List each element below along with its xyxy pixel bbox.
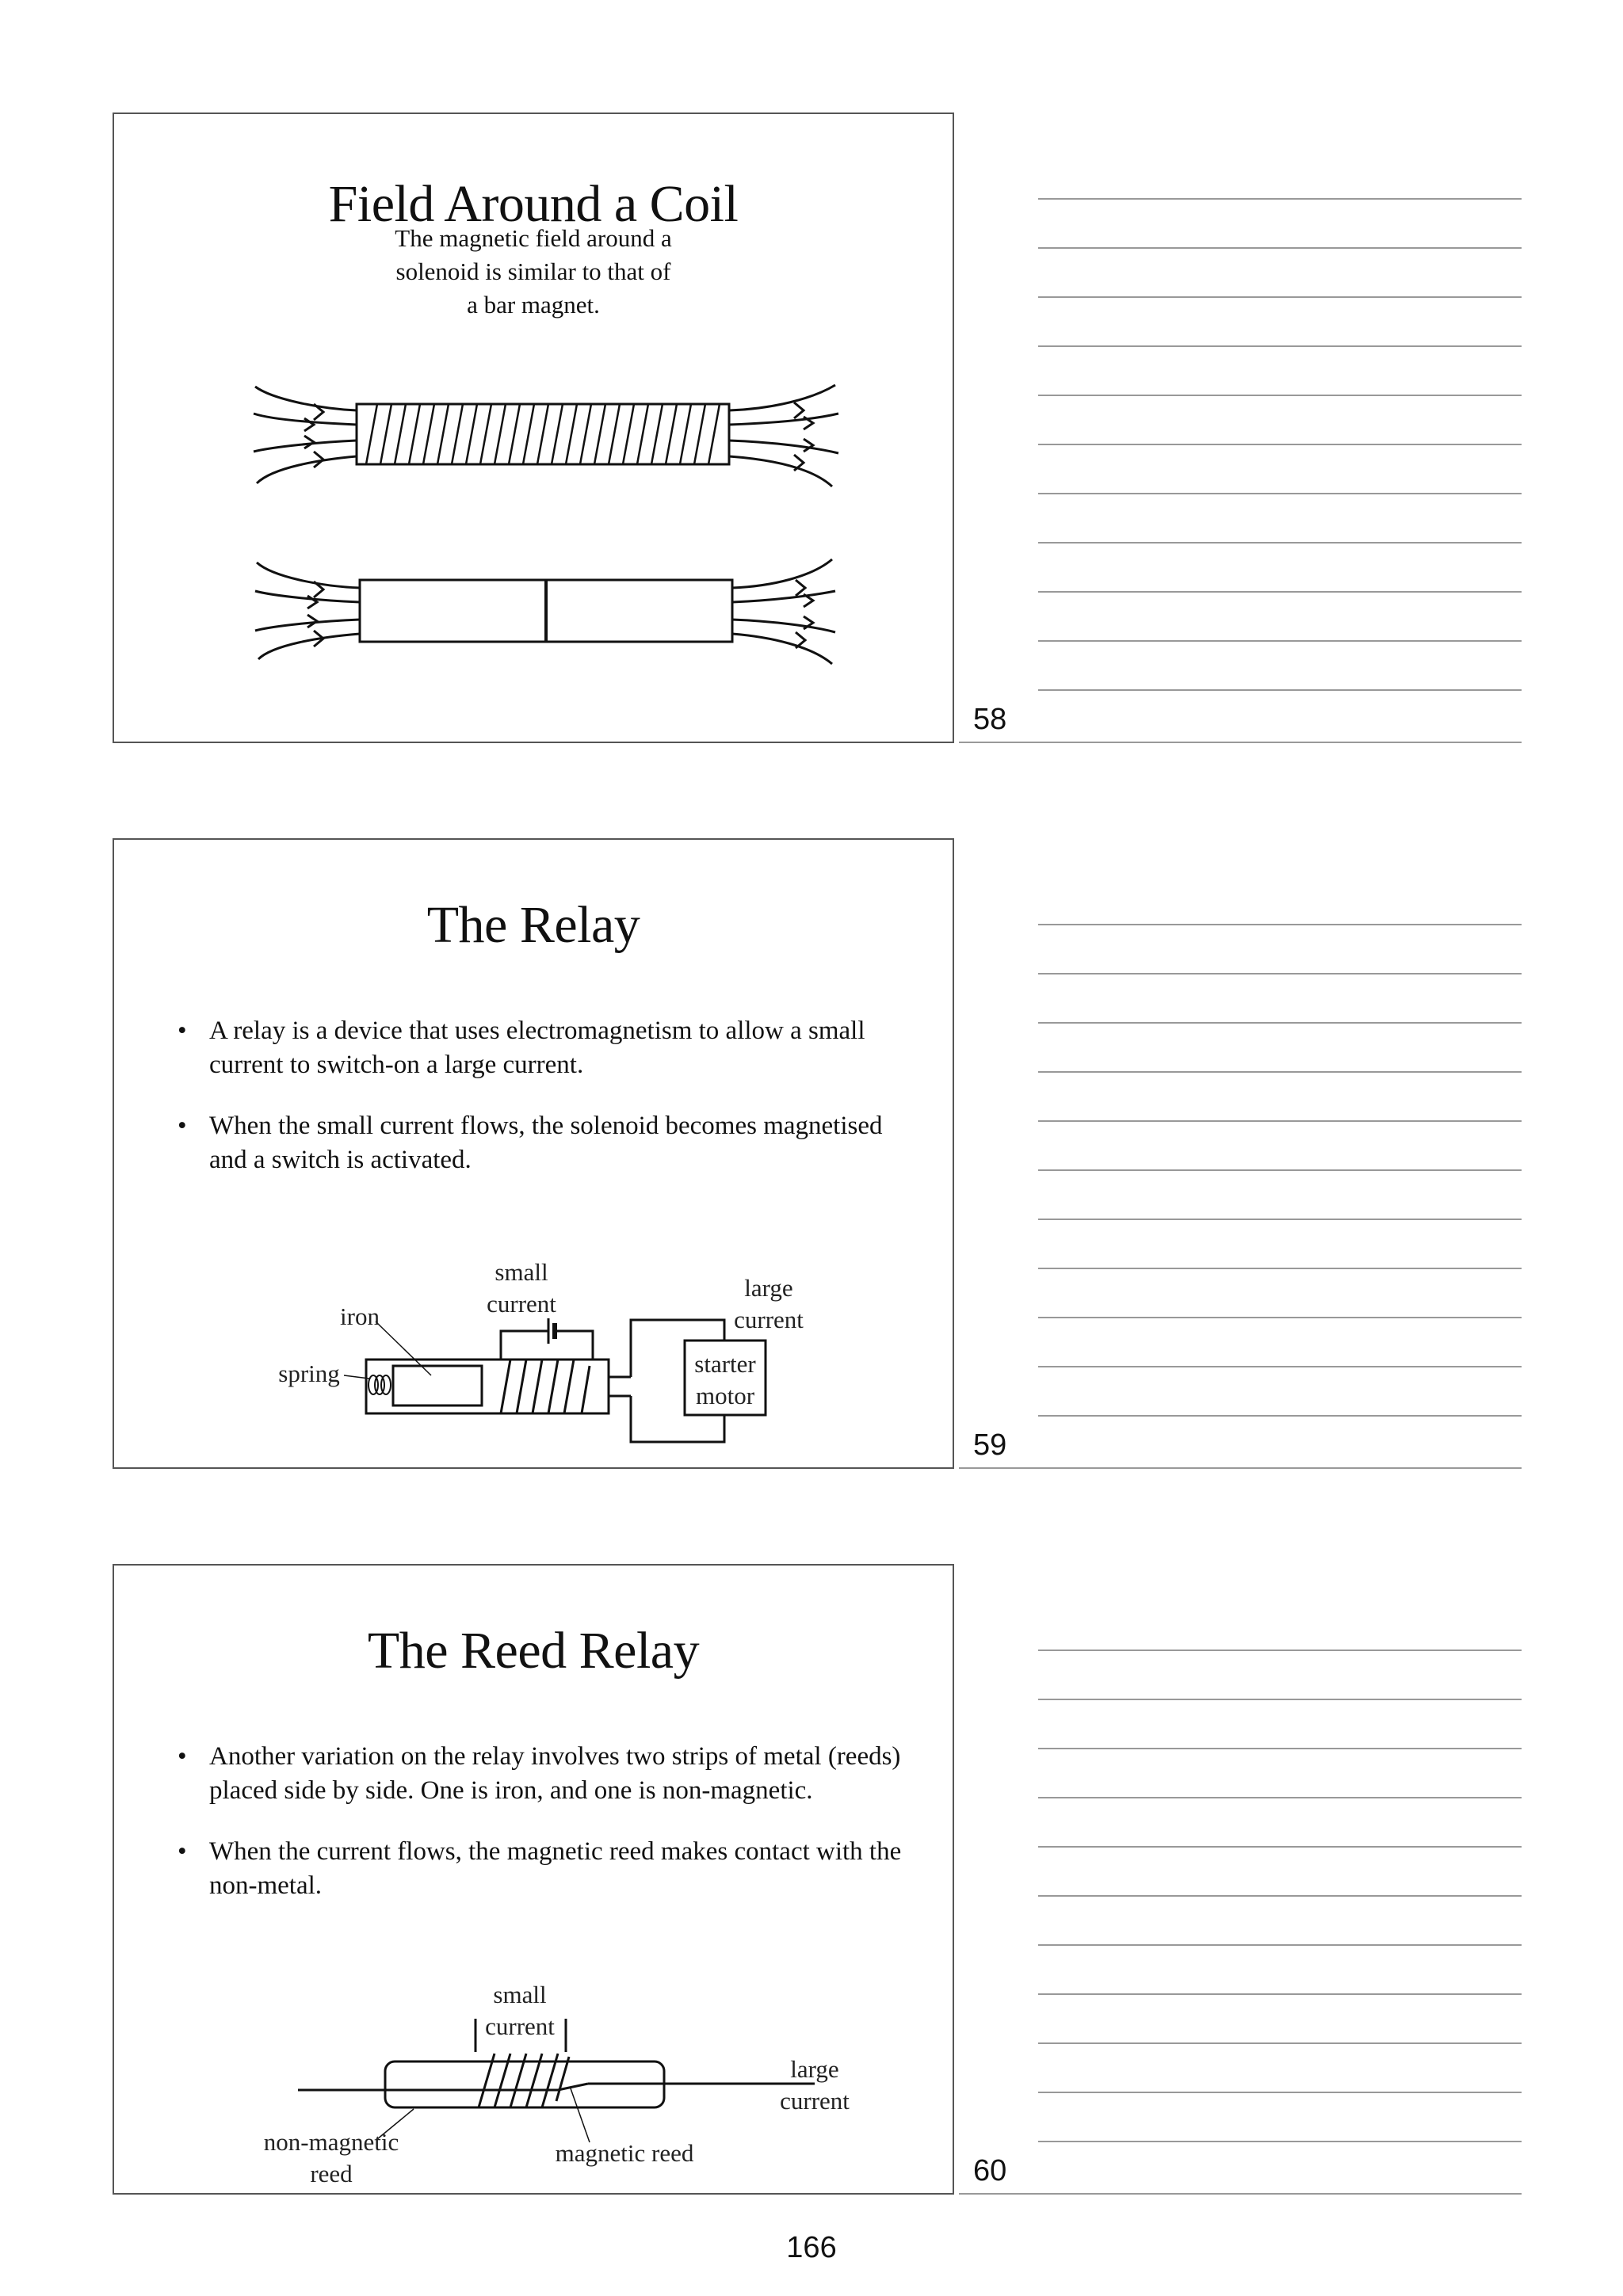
small-circuit-wire	[555, 1329, 594, 1360]
label-iron: iron	[340, 1302, 380, 1330]
note-line	[1038, 198, 1522, 200]
label-starter-motor: starter	[694, 1350, 756, 1378]
iron-leader	[375, 1321, 432, 1376]
label-small-current: current	[487, 1290, 556, 1318]
spring-leader	[343, 1375, 370, 1379]
notes-area-59: 59	[959, 838, 1522, 1472]
note-line	[959, 742, 1522, 743]
subtitle-line: The magnetic field around a	[395, 224, 672, 252]
coil-windings	[365, 403, 721, 465]
label-small-current: current	[485, 2012, 555, 2040]
slide-59: The Relay A relay is a device that uses …	[113, 838, 954, 1469]
bullet-item: When the current flows, the magnetic ree…	[178, 1835, 905, 1903]
note-line	[1038, 1650, 1522, 1651]
bullet-list: Another variation on the relay involves …	[178, 1740, 905, 1930]
note-line	[1038, 2092, 1522, 2093]
iron-armature	[391, 1364, 483, 1407]
note-line	[1038, 689, 1522, 691]
note-line	[1038, 1699, 1522, 1700]
relay-solenoid-windings	[499, 1359, 591, 1414]
note-line	[1038, 973, 1522, 974]
slide-number: 58	[973, 703, 1007, 736]
note-line	[1038, 493, 1522, 494]
bullet-item: A relay is a device that uses electromag…	[178, 1014, 905, 1082]
note-line	[1038, 1219, 1522, 1220]
note-line	[1038, 924, 1522, 925]
notes-area-58: 58	[959, 113, 1522, 746]
label-non-magnetic-reed: non-magnetic	[264, 2128, 399, 2156]
note-line	[1038, 1993, 1522, 1995]
field-lines-left-coil	[253, 385, 357, 485]
note-line	[1038, 542, 1522, 543]
note-line	[1038, 1071, 1522, 1073]
note-line	[1038, 1317, 1522, 1318]
slide-title: Field Around a Coil	[328, 175, 739, 233]
label-starter-motor: motor	[696, 1382, 755, 1409]
label-large-current: large	[790, 2055, 838, 2083]
notes-area-60: 60	[959, 1564, 1522, 2198]
reed-relay-diagram: small current large current non-magnetic…	[264, 1981, 850, 2187]
solenoid-coil	[355, 402, 731, 466]
non-magnetic-leader	[376, 2108, 414, 2140]
note-line	[1038, 1797, 1522, 1798]
subtitle-line: a bar magnet.	[467, 291, 600, 318]
bullet-item: When the small current flows, the soleno…	[178, 1109, 905, 1177]
relay-diagram: small current large current iron spring …	[278, 1258, 804, 1444]
field-lines-right-coil	[728, 383, 839, 488]
large-circuit-wire	[629, 1318, 726, 1377]
slide-60: The Reed Relay Another variation on the …	[113, 1564, 954, 2195]
label-small-current: small	[493, 1981, 546, 2008]
note-line	[1038, 1120, 1522, 1122]
slide-subtitle: The magnetic field around a solenoid is …	[114, 222, 953, 322]
note-line	[1038, 296, 1522, 298]
note-line	[959, 2193, 1522, 2195]
label-non-magnetic-reed: reed	[310, 2160, 353, 2187]
label-small-current: small	[495, 1258, 548, 1286]
note-line	[1038, 2042, 1522, 2044]
bullet-list: A relay is a device that uses electromag…	[178, 1014, 905, 1204]
note-line	[1038, 1022, 1522, 1024]
note-line	[1038, 1415, 1522, 1417]
note-line	[1038, 1366, 1522, 1367]
slide-number: 60	[973, 2154, 1007, 2187]
spring	[368, 1375, 391, 1395]
field-diagram	[253, 383, 839, 666]
label-large-current: large	[744, 1274, 792, 1302]
note-line	[1038, 247, 1522, 249]
subtitle-line: solenoid is similar to that of	[395, 257, 671, 285]
relay-housing	[365, 1358, 610, 1415]
note-line	[1038, 395, 1522, 396]
note-line	[1038, 1169, 1522, 1171]
slide-title: The Reed Relay	[367, 1622, 700, 1680]
page-number: 166	[786, 2231, 837, 2264]
note-line	[959, 1467, 1522, 1469]
note-line	[1038, 1895, 1522, 1897]
field-lines-left-magnet	[254, 561, 361, 661]
note-line	[1038, 1846, 1522, 1848]
large-circuit-wire	[629, 1396, 726, 1444]
label-spring: spring	[278, 1360, 340, 1387]
slide-58: Field Around a Coil The magnetic field a…	[113, 113, 954, 743]
slide-title: The Relay	[426, 896, 640, 954]
note-line	[1038, 2141, 1522, 2142]
note-line	[1038, 1944, 1522, 1946]
small-circuit-wire	[499, 1329, 548, 1360]
magnetic-reed-leader	[570, 2088, 590, 2143]
reed-tip	[557, 2082, 589, 2092]
label-magnetic-reed: magnetic reed	[556, 2139, 694, 2167]
slide-number: 59	[973, 1428, 1007, 1462]
note-line	[1038, 591, 1522, 593]
label-large-current: current	[780, 2087, 850, 2115]
label-large-current: current	[734, 1306, 804, 1333]
bullet-item: Another variation on the relay involves …	[178, 1740, 905, 1808]
note-line	[1038, 1748, 1522, 1749]
field-lines-right-magnet	[731, 558, 836, 666]
note-line	[1038, 640, 1522, 642]
reed-coil-windings	[477, 2053, 571, 2108]
starter-motor-box	[683, 1339, 767, 1417]
note-line	[1038, 444, 1522, 445]
note-line	[1038, 345, 1522, 347]
note-line	[1038, 1268, 1522, 1269]
